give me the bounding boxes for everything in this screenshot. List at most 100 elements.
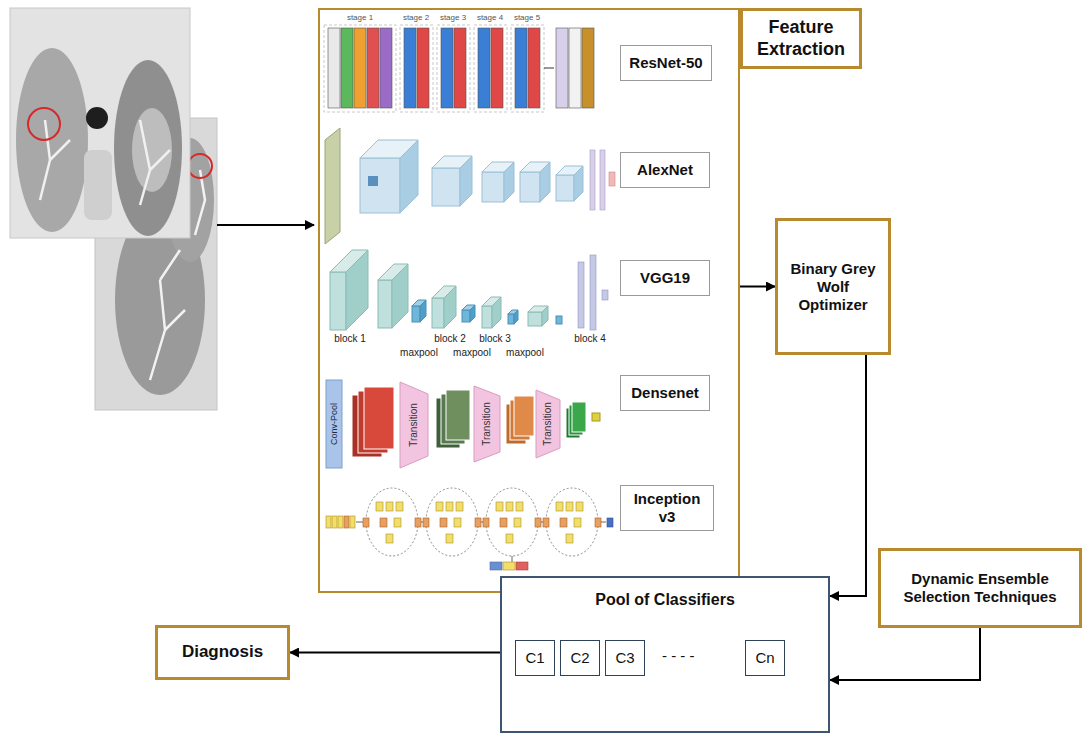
dense-layer [578,262,584,328]
dense-block [364,387,394,449]
output-layer [592,413,600,421]
classifier-box: C2 [560,640,600,676]
lung [16,48,88,232]
stage-frame [400,25,433,112]
layer-label: Conv-Pool [329,403,339,445]
trachea [86,107,108,129]
conv-block [528,312,542,326]
layer-label: maxpool [506,347,544,359]
network-label: Densenet [620,375,710,411]
box-text: Densenet [631,384,699,402]
feature-map [574,166,583,201]
box-text: ResNet-50 [629,54,702,72]
box-text: Binary Grey Wolf Optimizer [782,260,884,314]
stage-label: stage 4 [477,13,503,22]
stage-frame [474,25,507,112]
network-label: VGG19 [620,260,710,296]
block-label: block 1 [334,333,366,345]
stem-cell [338,516,343,528]
stem-cell [350,516,355,528]
pool-block [514,310,518,324]
transition-layer [400,382,428,468]
feature-map [556,175,574,201]
dense-layer [600,150,605,210]
classifier-box: C1 [515,640,555,676]
aux-cell [516,562,528,570]
feature-map [432,168,460,206]
inception-module [543,488,601,556]
pool-block [420,300,426,322]
conv-block [392,264,408,328]
layer-label: maxpool [400,347,438,359]
stage-label: stage 2 [403,13,429,22]
pool-block [508,314,514,324]
ct-scan [10,8,190,238]
layer-bar [367,28,379,108]
feature-map [540,162,550,202]
layer-bar [556,28,568,108]
opacity [132,108,172,192]
process-box: Dynamic Ensemble Selection Techniques [878,548,1082,628]
feature-map [460,156,472,206]
stem-cell [332,516,337,528]
ellipsis-label: - - - - [662,647,694,664]
flow-arrow [290,652,500,654]
block-label: block 4 [574,333,606,345]
conv-block [492,297,501,328]
layer-bar [582,28,594,108]
layer-bar [404,28,416,108]
layer-label: Transition [542,402,554,446]
input-plate [325,128,340,244]
mediastinum [84,150,112,220]
conv-block [542,306,548,326]
stage-label: stage 5 [514,13,540,22]
box-text: Inception v3 [627,490,707,526]
output-layer [607,518,613,527]
kernel [368,176,378,186]
network-label: Inception v3 [620,485,714,531]
box-text: C2 [570,649,589,667]
dense-block [514,396,534,436]
classifier-box: Cn [745,640,785,676]
layer-bar [515,28,527,108]
dense-layer [590,255,596,330]
flow-arrow [830,355,866,596]
block-label: block 3 [479,333,511,345]
group-heading: Feature Extraction [740,8,862,69]
flow-line [544,68,554,69]
pool-block [556,316,562,324]
lesion-circle [188,154,212,178]
dense-block [446,390,470,440]
conv-block [330,272,346,330]
layer-bar [341,28,353,108]
conv-block [432,298,444,328]
layer-bar [454,28,466,108]
layer-label: Transition [481,402,493,446]
transition-layer [536,390,560,458]
layer-bar [354,28,366,108]
flow-arrow [830,628,980,680]
pool-block [470,305,475,322]
pool-block [462,310,470,322]
pool-block [412,306,420,322]
conv-pool-bar [326,380,342,468]
stage-label: stage 1 [347,13,373,22]
classifier-box: C3 [605,640,645,676]
stage-frame [511,25,544,112]
layer-label: maxpool [453,347,491,359]
stage-label: stage 3 [440,13,466,22]
conv-block [378,280,392,328]
stem-cell [326,516,331,528]
box-text: AlexNet [637,161,693,179]
conv-block [346,250,368,330]
feature-map [520,172,540,202]
feature-extraction-frame: Feature ExtractionResNet-50AlexNetVGG19D… [318,8,740,593]
box-text: Pool of Classifiers [502,590,828,609]
box-text: C3 [615,649,634,667]
output-box: Diagnosis [155,625,290,680]
inception-module [483,488,541,556]
output-layer [602,290,608,300]
layer-bar [478,28,490,108]
stem-cell [344,516,349,528]
